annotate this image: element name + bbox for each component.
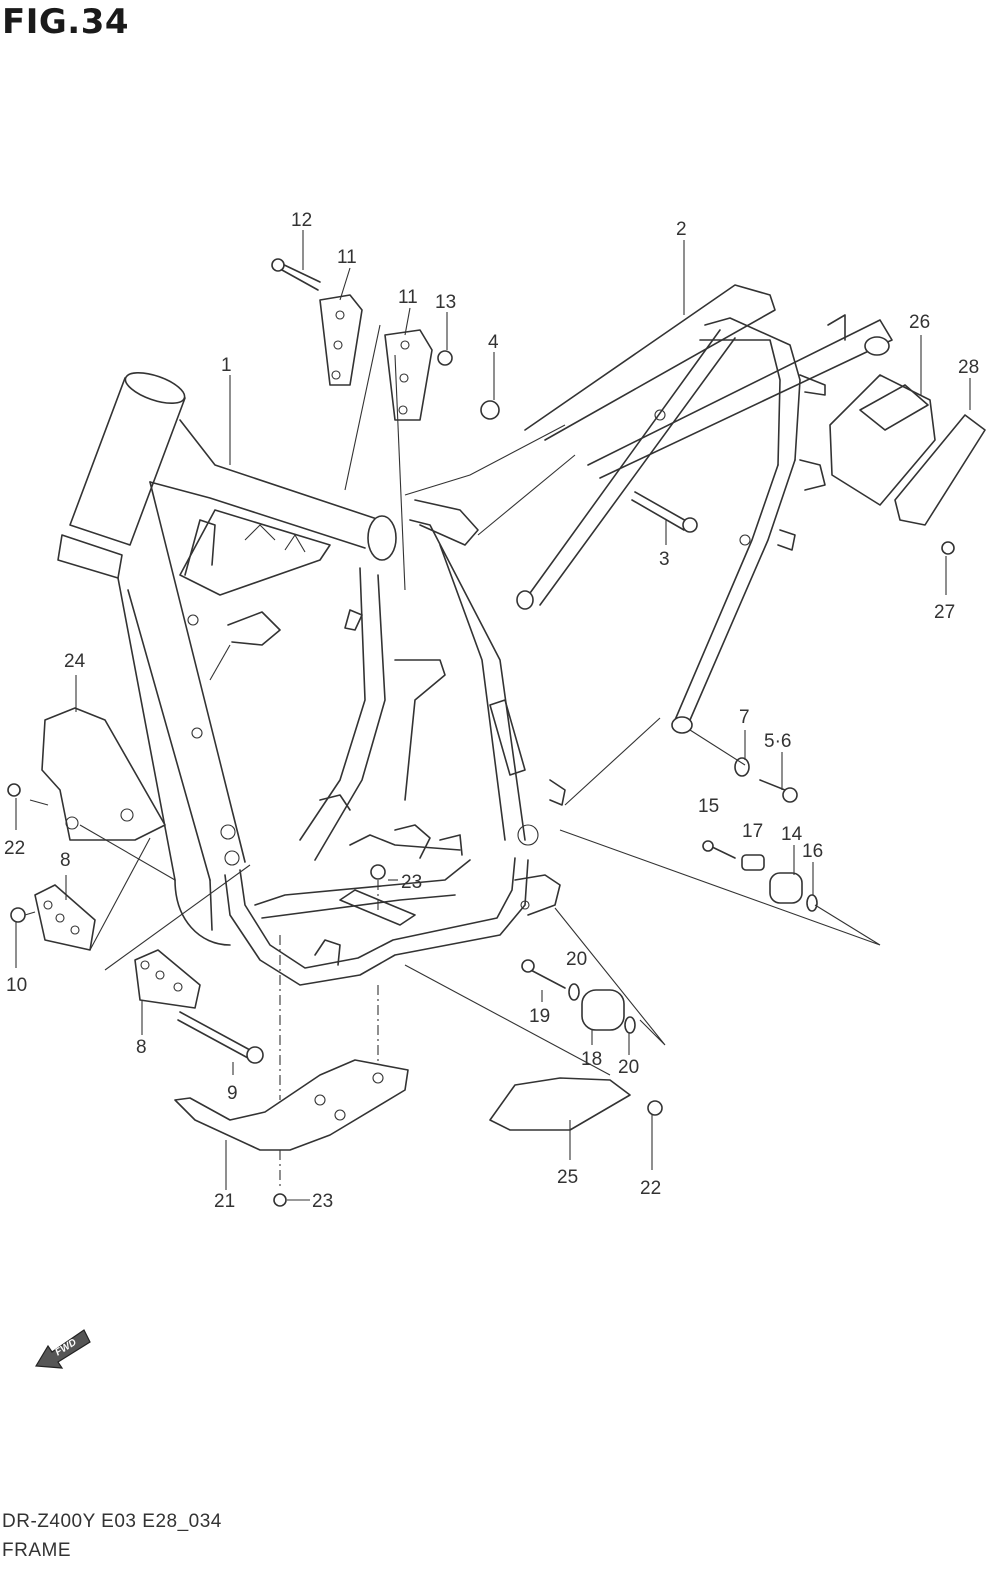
part-label: 22 bbox=[640, 1178, 661, 1199]
part-label: 14 bbox=[781, 824, 803, 845]
part-label: 20 bbox=[566, 949, 587, 970]
part-label: 20 bbox=[618, 1057, 639, 1078]
part-label: 7 bbox=[739, 707, 750, 728]
part-label: 13 bbox=[435, 292, 456, 313]
part-label: 12 bbox=[291, 210, 312, 231]
part-label: 21 bbox=[214, 1191, 235, 1212]
part-label: 4 bbox=[488, 332, 499, 353]
part-label: 9 bbox=[227, 1083, 238, 1104]
part-label: 27 bbox=[934, 602, 955, 623]
part-label: 24 bbox=[64, 651, 86, 672]
part-label: 17 bbox=[742, 821, 763, 842]
figure-title: FIG.34 bbox=[2, 2, 130, 42]
part-label: 1 bbox=[221, 355, 232, 376]
diagram-code: DR-Z400Y E03 E28_034 bbox=[2, 1511, 222, 1532]
fwd-arrow-icon: FWD bbox=[34, 1329, 91, 1369]
part-label: 25 bbox=[557, 1167, 578, 1188]
part-label: 5·6 bbox=[764, 731, 791, 752]
part-label: 3 bbox=[659, 549, 670, 570]
part-label: 23 bbox=[401, 872, 422, 893]
part-label: 23 bbox=[312, 1191, 333, 1212]
main-frame bbox=[57, 372, 566, 986]
part-label: 28 bbox=[958, 357, 979, 378]
part-label: 10 bbox=[6, 975, 27, 996]
rear-subframe bbox=[516, 284, 893, 734]
part-labels: 1 2 3 4 5·6 7 8 8 9 10 11 11 12 13 14 15… bbox=[4, 210, 979, 1212]
engine-mounts-and-hardware bbox=[7, 258, 986, 1207]
part-label: 19 bbox=[529, 1006, 550, 1027]
part-label: 26 bbox=[909, 312, 930, 333]
part-label: 16 bbox=[802, 841, 823, 862]
part-label: 8 bbox=[136, 1037, 147, 1058]
part-label: 11 bbox=[337, 247, 357, 268]
leader-lines bbox=[15, 230, 971, 1201]
part-label: 15 bbox=[698, 796, 719, 817]
part-label: 18 bbox=[581, 1049, 602, 1070]
diagram-name: FRAME bbox=[2, 1540, 71, 1561]
part-label: 2 bbox=[676, 219, 687, 240]
part-label: 22 bbox=[4, 838, 25, 859]
part-label: 8 bbox=[60, 850, 71, 871]
part-label: 11 bbox=[398, 287, 418, 308]
